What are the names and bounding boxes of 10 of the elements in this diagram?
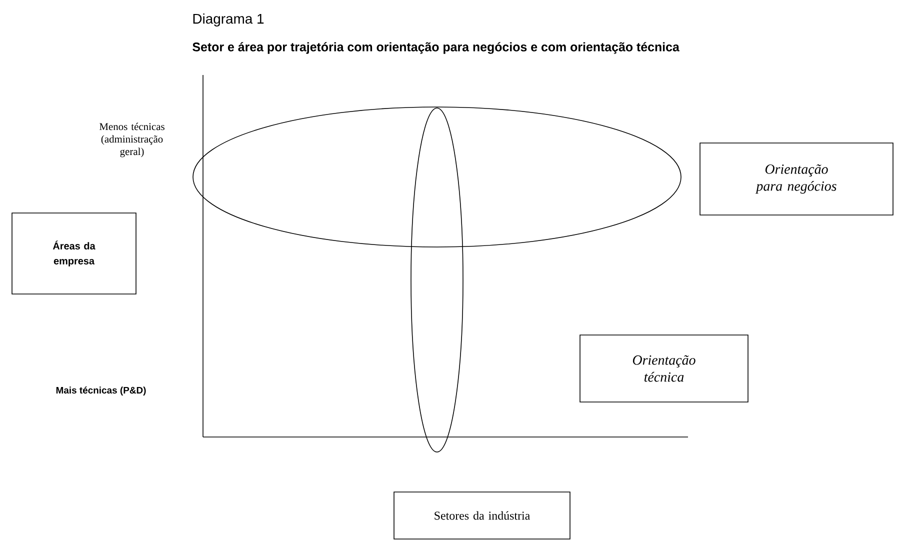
- label: Diagrama 1: [193, 14, 264, 26]
- label: Mais técnicas (P&D): [56, 386, 146, 396]
- text-box: Setores da indústria: [394, 492, 570, 540]
- ellipse: [410, 108, 464, 452]
- title: Setor e área por trajetória com orientação para negócios e com orientação técnica: [192, 42, 680, 54]
- ellipse: [192, 106, 682, 248]
- label: Menos técnicas (administração geral): [99, 122, 164, 158]
- text-box: Orientação técnica: [580, 334, 748, 402]
- text-box: Áreas da empresa: [12, 212, 136, 294]
- text-box: Orientação para negócios: [700, 142, 894, 216]
